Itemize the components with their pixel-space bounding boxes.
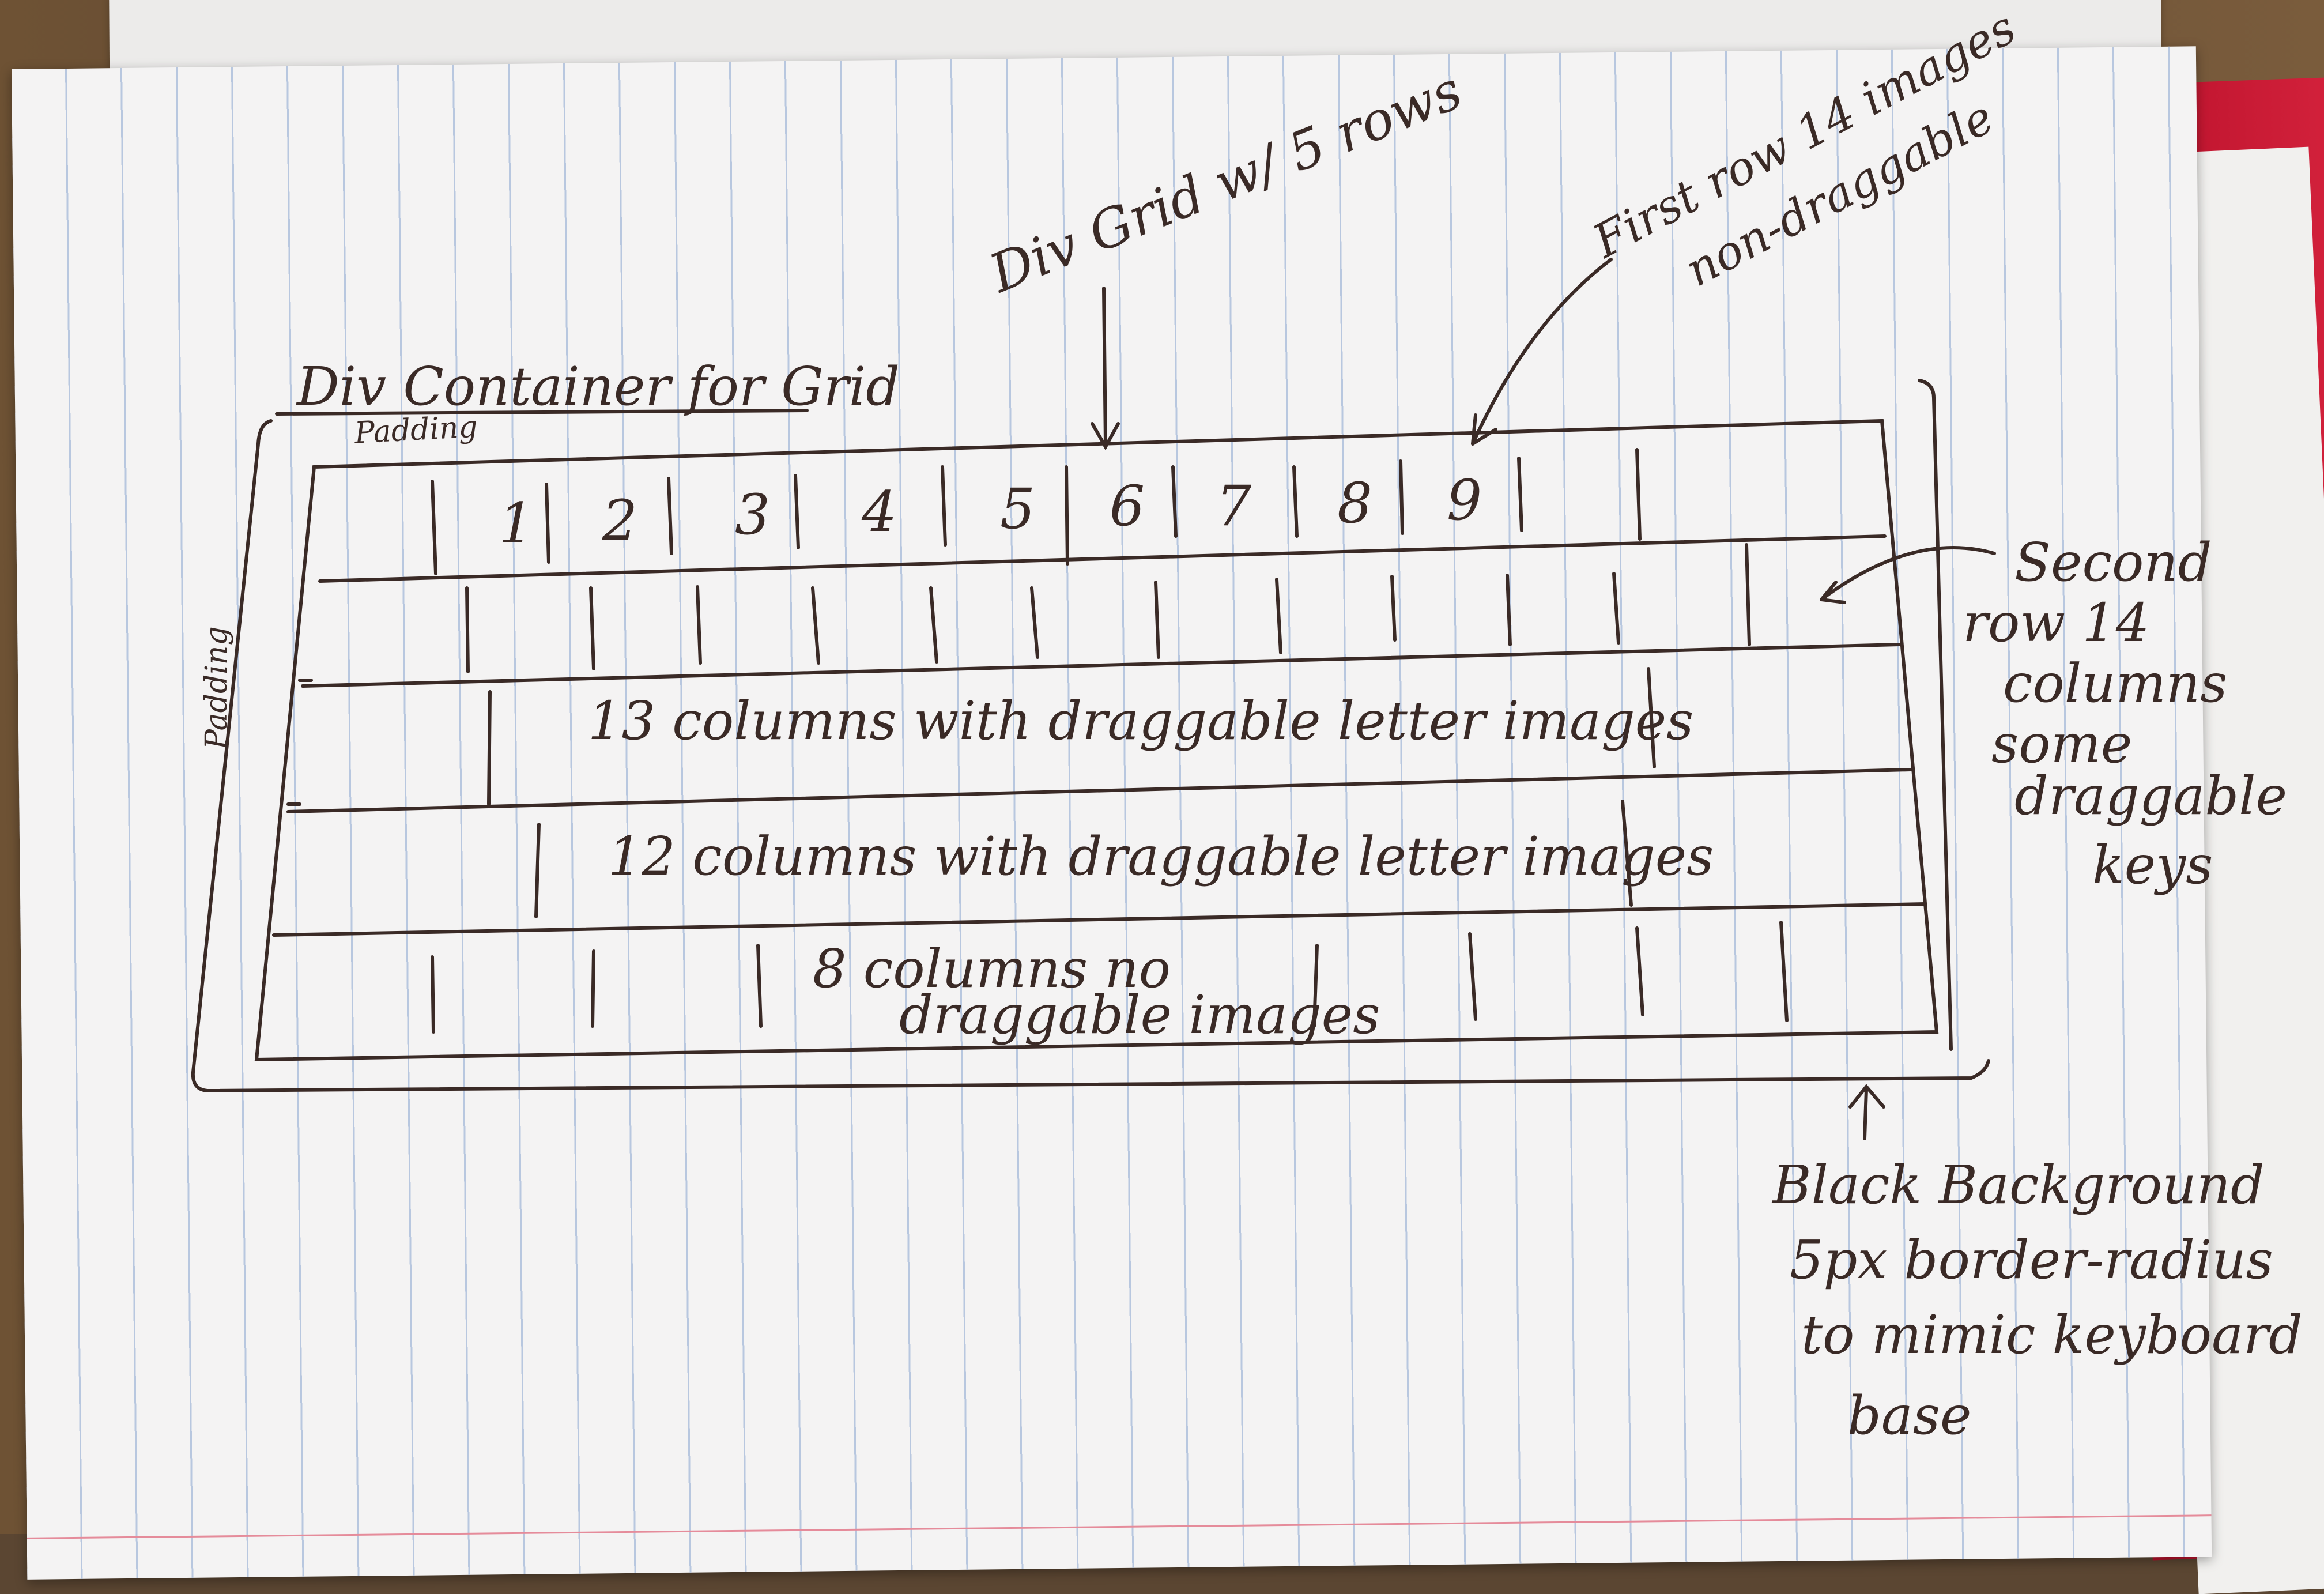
- row1-number-4: 4: [862, 480, 897, 544]
- row1-number-5: 5: [1000, 477, 1036, 541]
- container-label-underline: [275, 409, 809, 416]
- row3-left-divider: [487, 690, 492, 806]
- row4-right-divider: [1621, 800, 1633, 907]
- row4-left-divider: [534, 823, 541, 918]
- row2-dividers: [465, 543, 1751, 673]
- padding-top-label: Padding: [353, 409, 479, 451]
- second-row-note-line4: some: [1991, 713, 2133, 775]
- container-label: Div Container for Grid: [297, 356, 900, 417]
- grid-outline: [254, 419, 1939, 1062]
- padding-left-label: Padding: [199, 626, 234, 749]
- base-note-line4: base: [1847, 1385, 1972, 1446]
- grid-label-arrow: [1091, 287, 1120, 451]
- second-row-note-line2: row 14: [1963, 592, 2150, 654]
- second-row-note-line3: columns: [2003, 653, 2228, 714]
- base-note-line3: to mimic keyboard: [1801, 1304, 2303, 1366]
- second-row-note-line1: Second: [2014, 532, 2212, 593]
- row5-label-line1: 8 columns no: [813, 938, 1171, 1000]
- row3-right-divider: [1647, 667, 1656, 768]
- base-note-line1: Black Background: [1772, 1154, 2265, 1216]
- row-divider-3: [286, 768, 1912, 813]
- row1-number-6: 6: [1110, 474, 1145, 538]
- base-arrow: [1848, 1084, 1885, 1140]
- row5-dividers: [431, 921, 1789, 1034]
- second-row-note-line6: keys: [2092, 834, 2213, 896]
- row4-label: 12 columns with draggable letter images: [608, 826, 1714, 887]
- container-right-edge: [1918, 379, 1953, 1051]
- row1-number-1: 1: [499, 491, 534, 556]
- row-divider-2: [301, 643, 1901, 688]
- left-ticks: [286, 679, 313, 806]
- row1-number-9: 9: [1447, 468, 1482, 533]
- row3-label: 13 columns with draggable letter images: [588, 690, 1694, 752]
- row1-number-8: 8: [1337, 471, 1373, 536]
- base-note-line2: 5px border-radius: [1790, 1229, 2273, 1291]
- row1-number-3: 3: [735, 483, 771, 547]
- row-divider-1: [318, 534, 1887, 583]
- row5-label-line2: draggable images: [899, 984, 1380, 1046]
- first-row-arrow: [1471, 258, 1613, 446]
- second-row-arrow: [1820, 546, 1996, 604]
- second-row-note-line5: draggable: [2014, 765, 2288, 827]
- row1-dividers: [431, 448, 1642, 575]
- row-divider-4: [272, 902, 1927, 937]
- container-outline: [191, 419, 1990, 1093]
- row1-number-7: 7: [1216, 474, 1252, 538]
- row1-number-2: 2: [602, 488, 638, 553]
- sketch-drawing: [191, 258, 1996, 1140]
